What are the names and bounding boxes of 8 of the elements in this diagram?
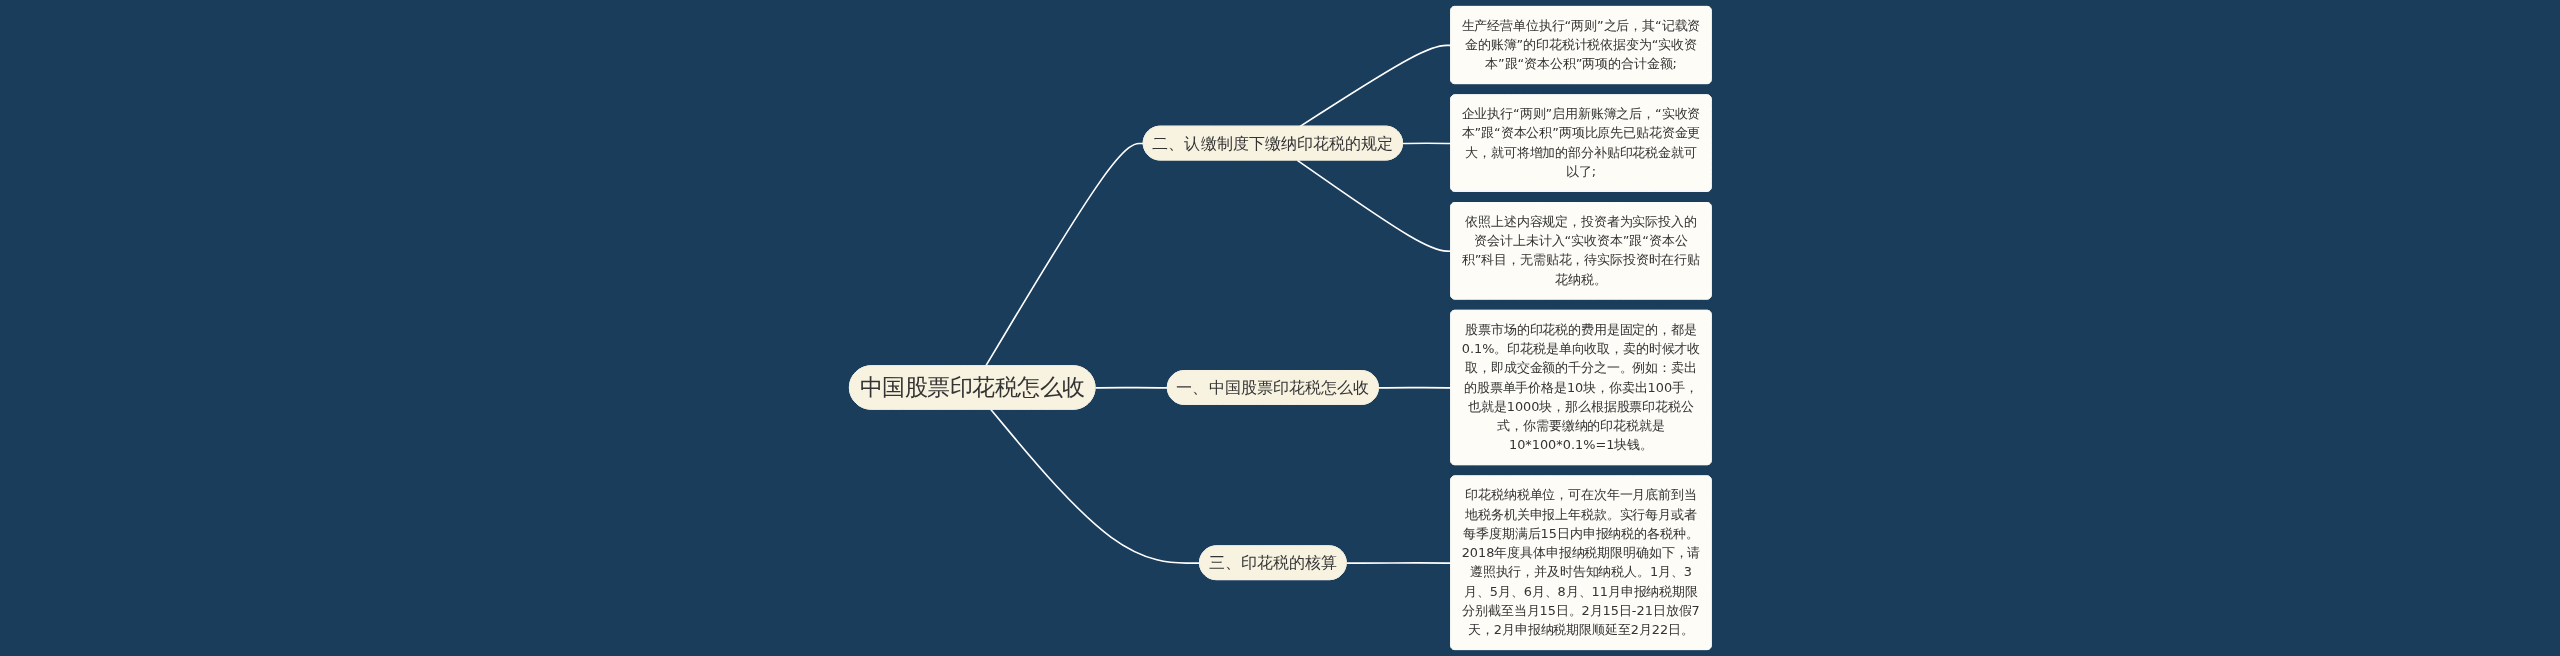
connector: [1345, 562, 1452, 564]
connector: [989, 408, 1201, 564]
connector: [984, 142, 1145, 367]
connector: [1377, 386, 1452, 389]
connector: [1296, 159, 1452, 253]
connector: [1094, 386, 1169, 389]
connector: [1401, 142, 1452, 145]
connector: [1298, 44, 1452, 128]
